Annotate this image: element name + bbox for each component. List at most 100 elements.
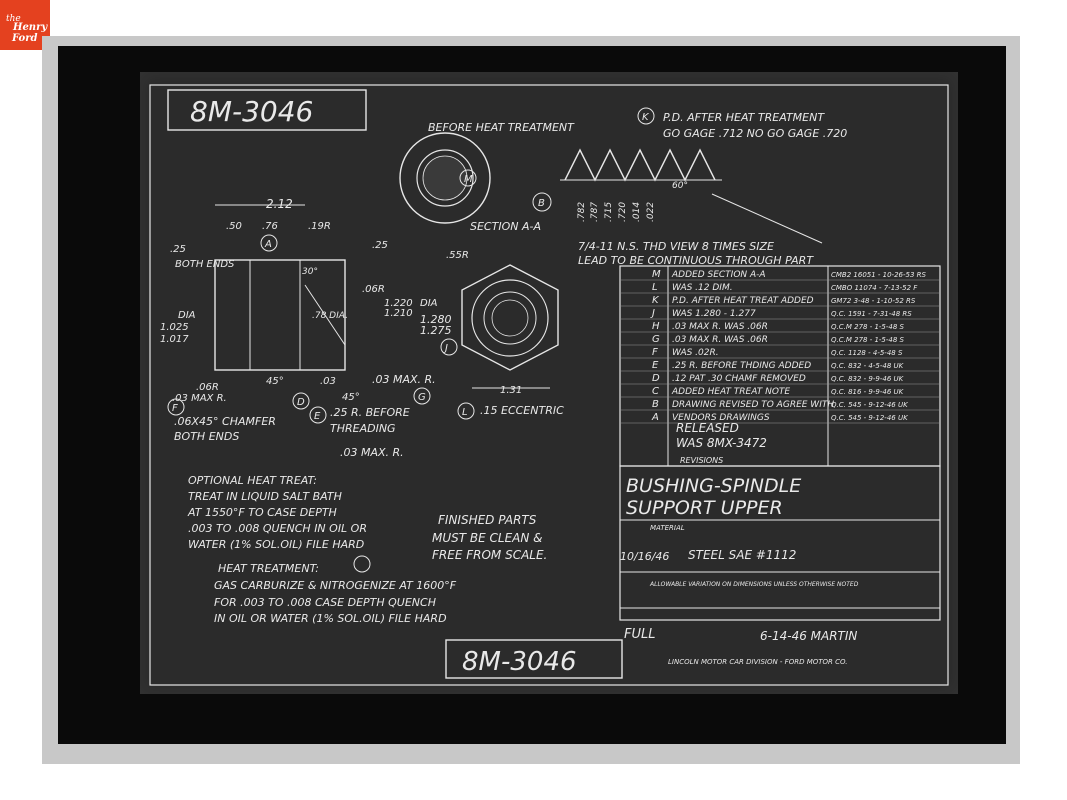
logo-line-2: Henry (13, 22, 48, 33)
part-title-1: BUSHING-SPINDLE (626, 475, 801, 497)
svg-text:.715: .715 (604, 202, 614, 222)
material-value: STEEL SAE #1112 (688, 548, 796, 562)
svg-text:.78 DIA.: .78 DIA. (312, 311, 348, 321)
before-threading-2: THREADING (330, 422, 396, 435)
end-view-inner (416, 149, 474, 207)
before-threading-1: .25 R. BEFORE (330, 406, 410, 419)
callout-m (459, 169, 477, 187)
revision-code: B (652, 399, 659, 410)
svg-text:IN OIL OR WATER (1% SOL.OIL) F: IN OIL OR WATER (1% SOL.OIL) FILE HARD (214, 612, 447, 625)
svg-text:30°: 30° (302, 267, 318, 277)
svg-text:45°: 45° (266, 376, 284, 387)
svg-text:.50: .50 (226, 221, 242, 232)
svg-text:.720: .720 (618, 202, 628, 222)
chamfer-note-2: BOTH ENDS (174, 430, 239, 443)
angle-60: 60° (672, 181, 688, 191)
henry-ford-logo: the Henry Ford (0, 0, 50, 50)
revision-code: K (652, 295, 660, 306)
svg-text:M: M (464, 174, 473, 185)
svg-text:1.025: 1.025 (160, 322, 189, 333)
revision-ref: CMB2 16051 - 10-26-53 RS (831, 271, 927, 279)
revision-text: ADDED SECTION A-A (671, 270, 766, 280)
part-title-2: SUPPORT UPPER (626, 497, 783, 519)
revision-code: J (650, 308, 655, 319)
optional-heat-note: OPTIONAL HEAT TREAT: TREAT IN LIQUID SAL… (187, 474, 367, 551)
k-note-line2: GO GAGE .712 NO GO GAGE .720 (663, 127, 847, 140)
svg-text:K: K (642, 112, 650, 123)
max-r-note-2: .03 MAX. R. (340, 446, 404, 459)
svg-text:DIA: DIA (420, 298, 438, 309)
svg-text:45°: 45° (342, 392, 360, 403)
revision-text: DRAWING REVISED TO AGREE WITH (672, 400, 834, 410)
callout-k (637, 107, 655, 125)
revision-code: L (652, 282, 658, 293)
svg-text:GAS CARBURIZE & NITROGENIZE AT: GAS CARBURIZE & NITROGENIZE AT 1600°F (214, 579, 457, 592)
revision-text: .03 MAX R. WAS .06R (672, 322, 768, 332)
hex-view: .55R 1.31 L .15 ECCENTRIC (446, 250, 564, 420)
revision-code: M (652, 269, 661, 280)
revision-text: VENDORS DRAWINGS (672, 413, 770, 423)
blueprint-sheet (140, 72, 958, 694)
revision-ref: Q.C. 545 - 9-12-46 UK (831, 414, 909, 422)
svg-text:A: A (264, 239, 272, 250)
revision-text: ADDED HEAT TREAT NOTE (671, 387, 790, 397)
revision-code: G (652, 334, 660, 345)
svg-text:1.210: 1.210 (384, 308, 413, 319)
svg-text:.06R: .06R (362, 284, 385, 295)
variation-note: ALLOWABLE VARIATION ON DIMENSIONS UNLESS… (649, 581, 859, 588)
svg-text:FOR .003 TO .008 CASE DEPTH QU: FOR .003 TO .008 CASE DEPTH QUENCH (214, 596, 436, 609)
svg-text:1.220: 1.220 (384, 298, 413, 309)
revision-code: A (651, 412, 659, 423)
pitch-dimensions: .782 .787 .715 .720 .014 .022 (577, 202, 656, 222)
svg-text:.014: .014 (632, 202, 642, 222)
before-heat-note: BEFORE HEAT TREATMENT (428, 121, 575, 134)
svg-text:.003 TO .008 QUENCH IN OIL OR: .003 TO .008 QUENCH IN OIL OR (188, 522, 367, 535)
svg-text:2.12: 2.12 (266, 197, 293, 211)
revision-code: H (652, 321, 660, 332)
revision-code: E (652, 360, 659, 371)
drafter: 6-14-46 MARTIN (760, 629, 857, 643)
revision-ref: Q.C. 1591 - 7-31-48 RS (831, 310, 912, 318)
revision-text: .25 R. BEFORE THDING ADDED (672, 361, 811, 371)
svg-text:AT 1550°F TO CASE DEPTH: AT 1550°F TO CASE DEPTH (187, 506, 337, 519)
finished-parts-note: FINISHED PARTS MUST BE CLEAN & FREE FROM… (432, 513, 547, 562)
callout-b (532, 192, 552, 212)
svg-text:1.275: 1.275 (420, 324, 452, 337)
revision-code: C (652, 386, 659, 397)
material-label: MATERIAL (650, 524, 685, 532)
revision-ref: Q.C. 832 - 9-9-46 UK (831, 375, 905, 383)
scale-value: FULL (624, 627, 655, 642)
revision-ref: GM72 3-48 - 1-10-52 RS (831, 297, 916, 305)
svg-text:MUST BE CLEAN &: MUST BE CLEAN & (432, 531, 543, 545)
svg-text:DIA: DIA (178, 310, 196, 321)
svg-text:.25: .25 (372, 240, 388, 251)
svg-text:.03: .03 (320, 376, 336, 387)
heat-treat-circle-icon (353, 555, 371, 573)
released-was: WAS 8MX-3472 (676, 436, 767, 450)
revision-text: .03 MAX R. WAS .06R (672, 335, 768, 345)
svg-text:FREE FROM SCALE.: FREE FROM SCALE. (432, 548, 547, 562)
thread-profile (564, 148, 716, 182)
number-box-top (167, 89, 367, 131)
title-block (619, 465, 941, 621)
svg-text:1.017: 1.017 (160, 334, 189, 345)
end-view-bore (422, 155, 468, 201)
revision-ref: Q.C. 1128 - 4-5-48 S (831, 349, 903, 357)
svg-text:.19R: .19R (308, 221, 331, 232)
thread-note-2: LEAD TO BE CONTINUOUS THROUGH PART (578, 254, 814, 267)
svg-text:J: J (443, 343, 448, 354)
svg-text:.25: .25 (170, 244, 186, 255)
svg-text:REVISIONS: REVISIONS (680, 456, 723, 465)
revision-ref: Q.C.M 278 - 1-5-48 S (831, 336, 905, 344)
svg-text:E: E (314, 411, 321, 422)
revision-ref: Q.C.M 278 - 1-5-48 S (831, 323, 905, 331)
number-box-bottom (445, 639, 623, 679)
sheet-border (149, 84, 949, 686)
svg-text:B: B (538, 198, 545, 209)
svg-text:.787: .787 (590, 202, 600, 222)
chamfer-note-1: .06X45° CHAMFER (174, 415, 276, 428)
date-mark: 10/16/46 (620, 550, 669, 563)
leader-line (711, 193, 823, 244)
revision-rows: M ADDED SECTION A-A CMB2 16051 - 10-26-53 … (620, 269, 940, 424)
